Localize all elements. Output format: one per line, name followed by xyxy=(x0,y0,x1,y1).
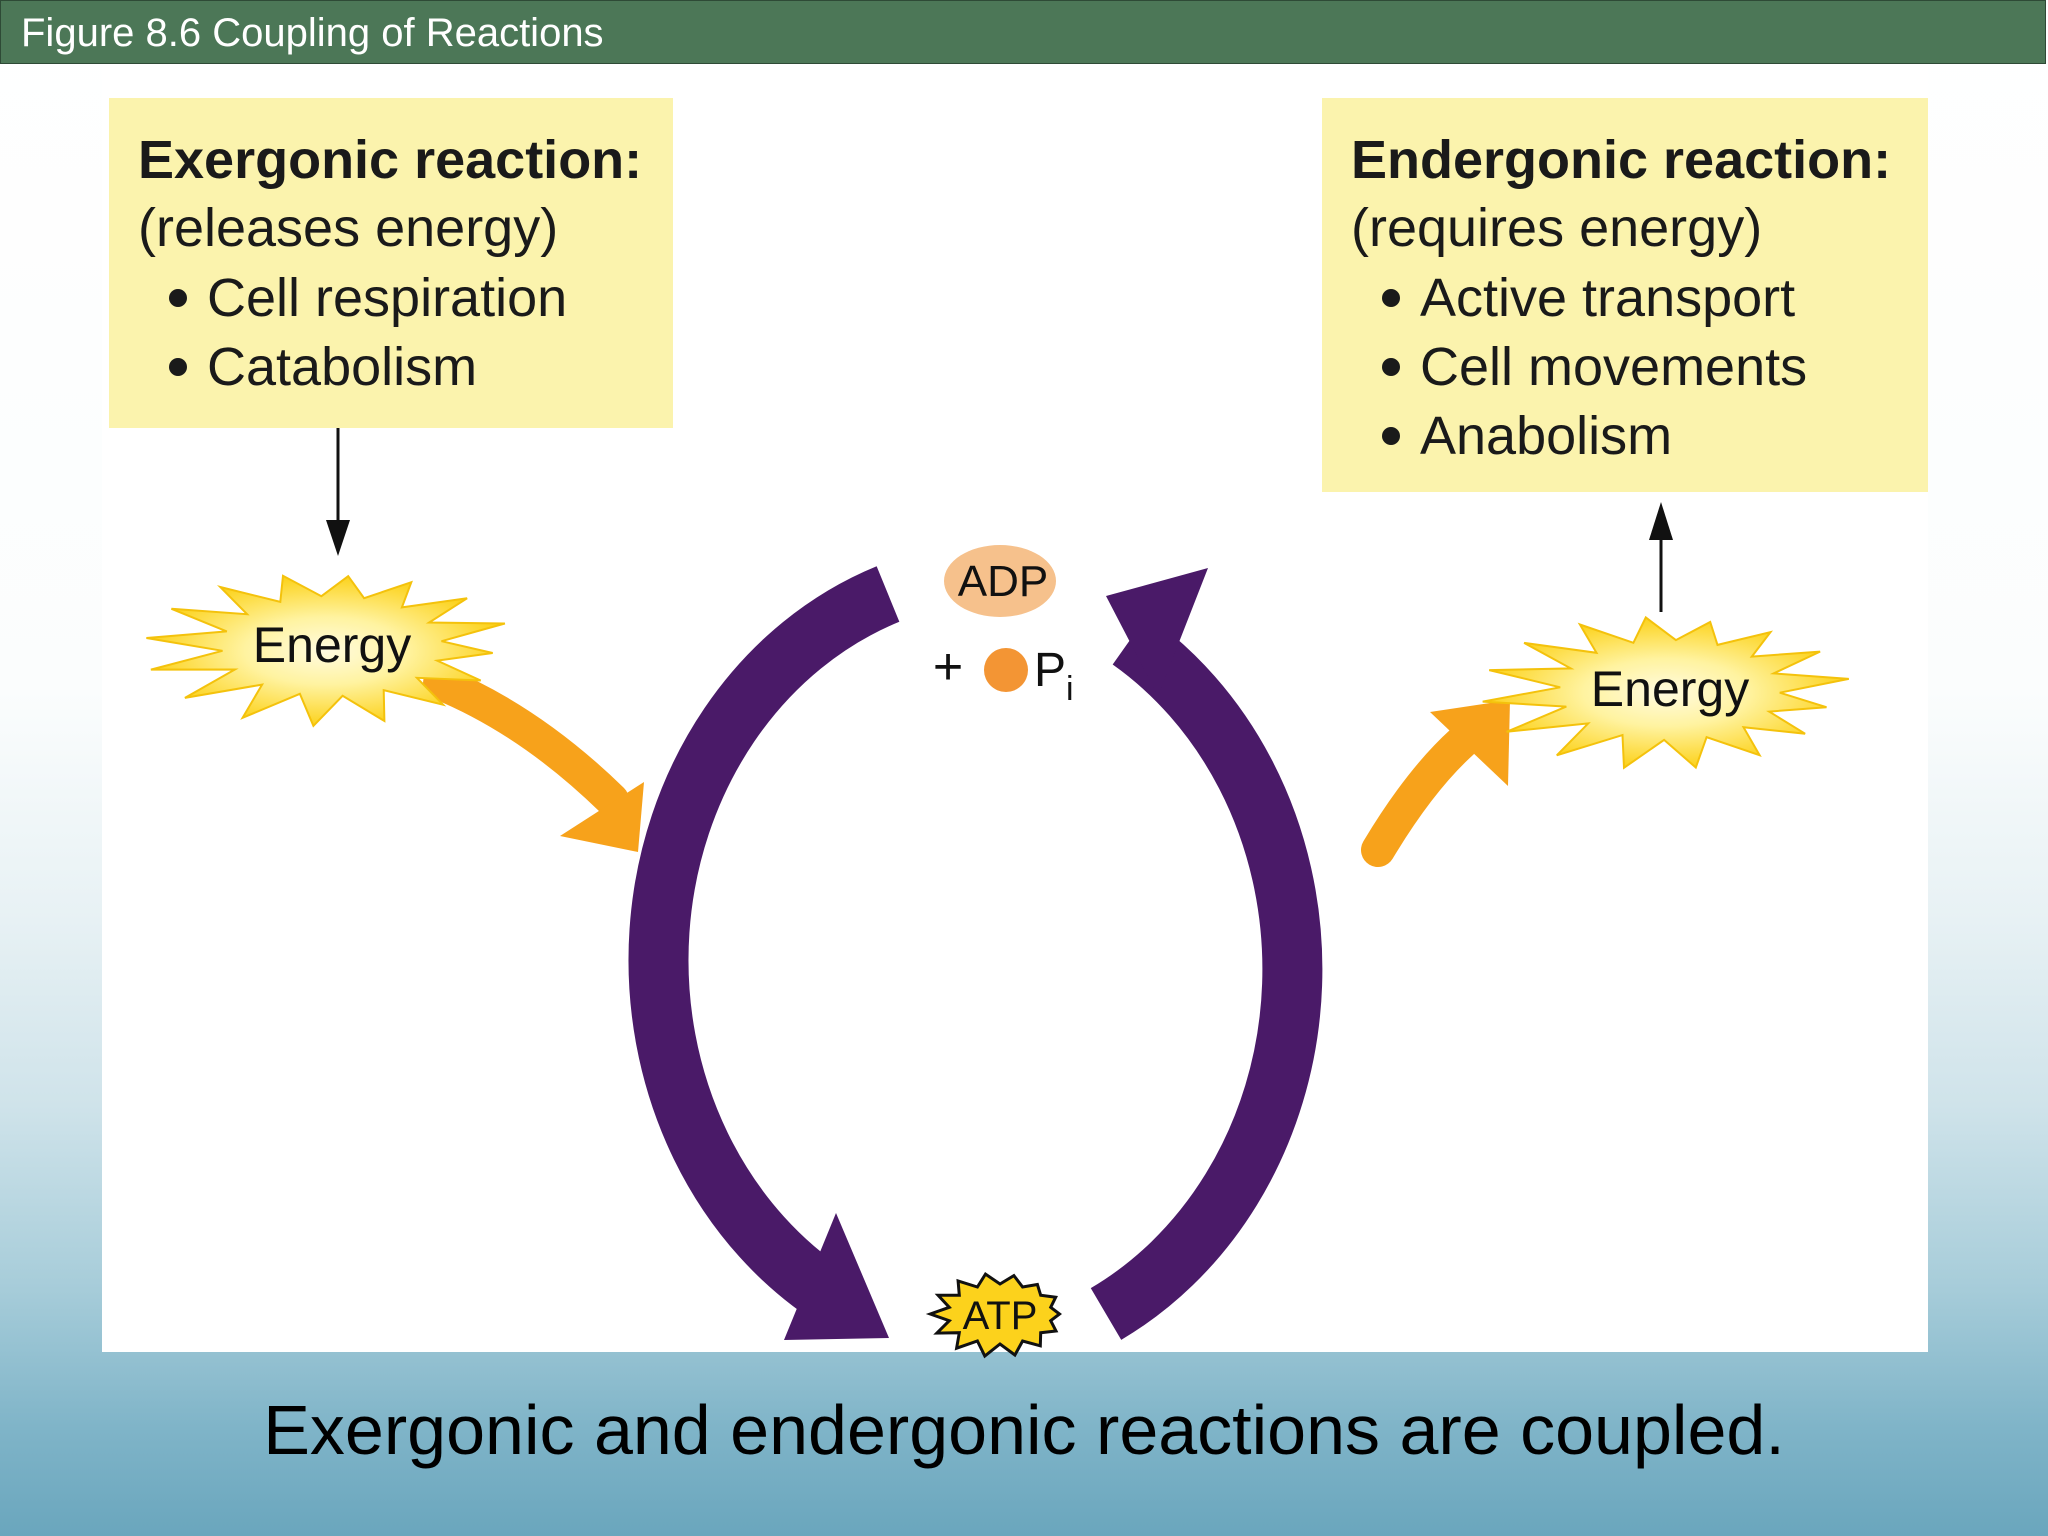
plus-sign: + xyxy=(933,638,963,696)
exergonic-item-label: Catabolism xyxy=(207,337,478,397)
endergonic-item-label: Anabolism xyxy=(1420,406,1673,466)
adp-badge: ADP xyxy=(944,545,1056,617)
endergonic-subtitle: (requires energy) xyxy=(1351,198,1763,258)
exergonic-heading: Exergonic reaction: xyxy=(138,130,643,190)
exergonic-item-label: Cell respiration xyxy=(207,268,568,328)
bullet-icon xyxy=(1382,357,1400,376)
slide-title: Figure 8.6 Coupling of Reactions xyxy=(21,11,604,55)
pi-label: P xyxy=(1034,644,1066,697)
exergonic-subtitle: (releases energy) xyxy=(138,198,559,258)
atp-badge: ATP xyxy=(925,1271,1062,1359)
list-item: Active transport xyxy=(1382,264,1807,333)
energy-output-arrow xyxy=(1361,700,1510,867)
list-item: Catabolism xyxy=(169,333,567,402)
energy-burst-right: Energy xyxy=(1482,615,1849,770)
list-item: Cell respiration xyxy=(169,264,567,333)
adp-label: ADP xyxy=(958,557,1048,606)
phosphate-dot-icon xyxy=(984,648,1028,692)
slide-title-bar: Figure 8.6 Coupling of Reactions xyxy=(0,0,2046,64)
exergonic-list: Cell respiration Catabolism xyxy=(169,264,567,402)
energy-to-endergonic-arrow xyxy=(1649,502,1673,612)
endergonic-list: Active transport Cell movements Anabolis… xyxy=(1382,264,1807,471)
slide-caption: Exergonic and endergonic reactions are c… xyxy=(263,1391,1785,1469)
bullet-icon xyxy=(169,288,187,307)
endergonic-item-label: Active transport xyxy=(1420,268,1796,328)
energy-label-left: Energy xyxy=(253,617,411,673)
energy-burst-left: Energy xyxy=(146,574,506,728)
bullet-icon xyxy=(1382,288,1400,307)
energy-input-arrow xyxy=(423,666,644,852)
energy-label-right: Energy xyxy=(1591,661,1749,717)
exergonic-box: Exergonic reaction: (releases energy) Ce… xyxy=(109,98,673,428)
endergonic-box: Endergonic reaction: (requires energy) A… xyxy=(1322,98,1928,492)
atp-label: ATP xyxy=(963,1294,1038,1338)
endergonic-item-label: Cell movements xyxy=(1420,337,1808,397)
bullet-icon xyxy=(169,357,187,376)
list-item: Cell movements xyxy=(1382,333,1807,402)
list-item: Anabolism xyxy=(1382,402,1807,471)
atp-synthesis-arrow xyxy=(628,566,900,1340)
phosphate-group: + P i xyxy=(933,638,1074,708)
endergonic-heading: Endergonic reaction: xyxy=(1351,130,1892,190)
bullet-icon xyxy=(1382,426,1400,445)
exergonic-to-energy-arrow xyxy=(326,428,350,556)
pi-subscript: i xyxy=(1066,670,1074,708)
atp-hydrolysis-arrow xyxy=(1090,568,1323,1340)
